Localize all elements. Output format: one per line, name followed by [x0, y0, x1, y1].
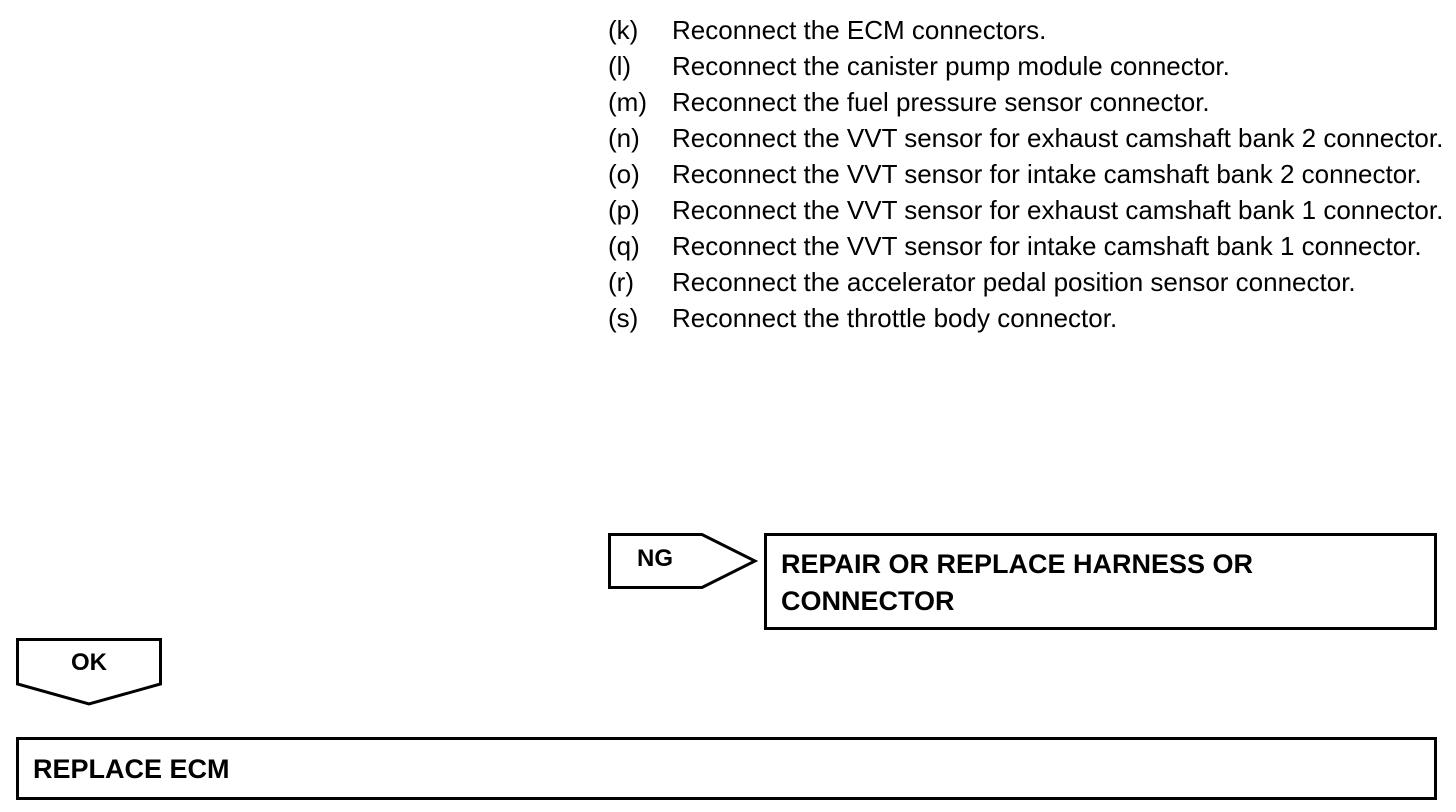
step-q: (q) Reconnect the VVT sensor for intake … — [608, 228, 1448, 264]
step-m: (m) Reconnect the fuel pressure sensor c… — [608, 84, 1448, 120]
step-letter: (n) — [608, 123, 640, 153]
ng-label: NG — [637, 545, 673, 572]
step-text: Reconnect the fuel pressure sensor conne… — [672, 87, 1210, 117]
ok-label: OK — [71, 649, 107, 676]
step-text: Reconnect the VVT sensor for intake cams… — [672, 231, 1422, 261]
step-text: Reconnect the ECM connectors. — [672, 15, 1047, 45]
step-text: Reconnect the VVT sensor for exhaust cam… — [672, 195, 1444, 225]
step-letter: (k) — [608, 15, 639, 45]
step-text: Reconnect the VVT sensor for exhaust cam… — [672, 123, 1444, 153]
step-letter: (r) — [608, 267, 634, 297]
ok-arrow-icon — [16, 638, 162, 706]
step-letter: (p) — [608, 195, 640, 225]
step-letter: (m) — [608, 87, 647, 117]
step-letter: (o) — [608, 159, 640, 189]
ng-result-text: REPAIR OR REPLACE HARNESS OR CONNECTOR — [781, 549, 1254, 616]
step-text: Reconnect the VVT sensor for intake cams… — [672, 159, 1422, 189]
step-text: Reconnect the accelerator pedal position… — [672, 267, 1356, 297]
ok-branch-arrow: OK — [16, 638, 162, 706]
step-o: (o) Reconnect the VVT sensor for intake … — [608, 156, 1448, 192]
step-letter: (q) — [608, 231, 640, 261]
step-text: Reconnect the throttle body connector. — [672, 303, 1118, 333]
step-p: (p) Reconnect the VVT sensor for exhaust… — [608, 192, 1448, 228]
step-k: (k) Reconnect the ECM connectors. — [608, 12, 1448, 48]
step-text: Reconnect the canister pump module conne… — [672, 51, 1230, 81]
step-n: (n) Reconnect the VVT sensor for exhaust… — [608, 120, 1448, 156]
ok-result-box: REPLACE ECM — [16, 737, 1437, 800]
ng-branch-arrow: NG — [608, 533, 759, 589]
ng-arrow-icon — [608, 533, 759, 589]
procedure-step-list: (k) Reconnect the ECM connectors. (l) Re… — [608, 12, 1448, 336]
step-letter: (l) — [608, 51, 632, 81]
step-letter: (s) — [608, 303, 639, 333]
ng-result-box: REPAIR OR REPLACE HARNESS OR CONNECTOR — [764, 533, 1437, 630]
step-r: (r) Reconnect the accelerator pedal posi… — [608, 264, 1448, 300]
ok-result-text: REPLACE ECM — [33, 754, 230, 784]
step-s: (s) Reconnect the throttle body connecto… — [608, 300, 1448, 336]
step-l: (l) Reconnect the canister pump module c… — [608, 48, 1448, 84]
